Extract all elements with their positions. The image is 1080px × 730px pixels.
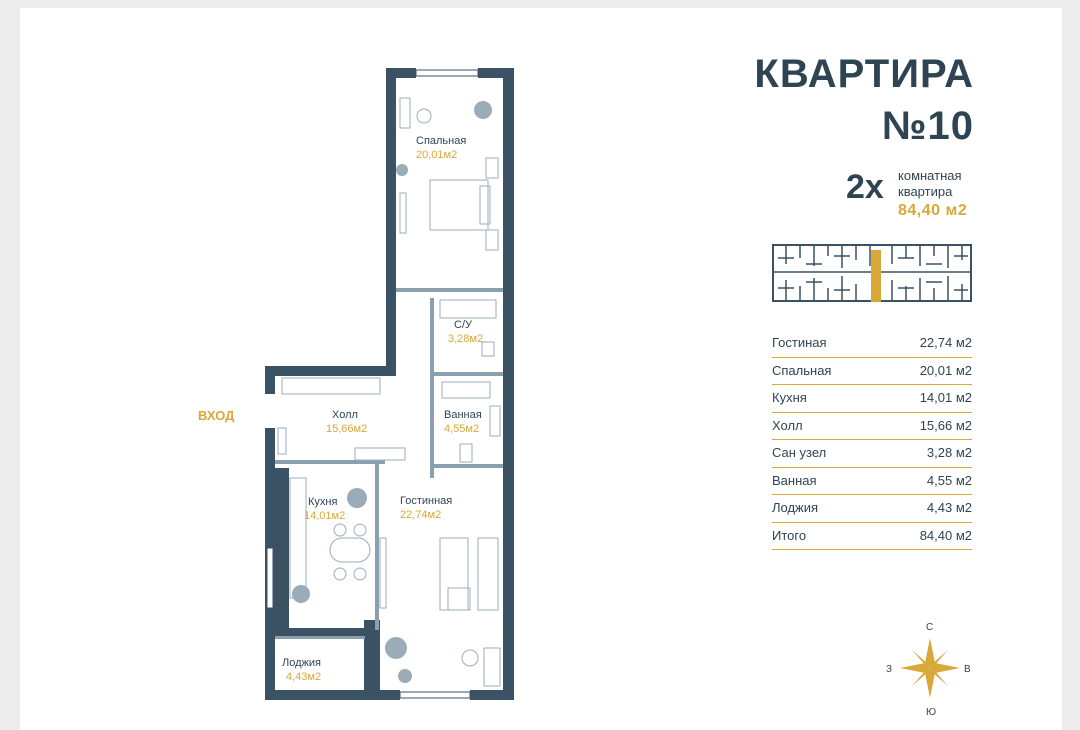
walls [265,68,514,700]
room-area-kitchen: 14,01м2 [304,510,345,522]
rooms-type-line-1: комнатная [898,168,962,183]
interior-walls [275,288,503,639]
compass-north: С [926,622,933,633]
room-name-bedroom: Спальная [416,135,466,147]
key-plan-highlight [871,250,881,302]
compass-east: В [964,664,971,675]
compass-icon: С Ю З В [886,622,971,718]
rooms-count: 2х [846,168,884,206]
room-name-wc: С/У [454,319,473,331]
rooms-type: комнатная квартира [898,168,962,200]
floor-plan: Спальная 20,01м2 С/У 3,28м2 Холл 15,66м2… [198,68,514,700]
room-name-kitchen: Кухня [308,496,337,508]
title-line-2: №10 [881,104,974,148]
rooms-type-line-2: квартира [898,184,953,199]
room-name-loggia: Лоджия [282,657,321,669]
page-sheet: Спальная 20,01м2 С/У 3,28м2 Холл 15,66м2… [20,8,1062,730]
key-plan [772,244,972,302]
room-area-living: 22,74м2 [400,509,441,521]
room-area-loggia: 4,43м2 [286,671,321,683]
compass-south: Ю [926,707,936,718]
apartment-title: КВАРТИРА №10 [754,48,974,152]
compass-west: З [886,664,892,675]
room-area-hall: 15,66м2 [326,423,367,435]
room-name-hall: Холл [332,409,358,421]
room-name-living: Гостинная [400,495,452,507]
plants [292,101,492,683]
total-area: 84,40 м2 [898,202,968,219]
tables [333,108,479,667]
room-area-bath: 4,55м2 [444,423,479,435]
title-line-1: КВАРТИРА [754,52,974,96]
room-area-wc: 3,28м2 [448,333,483,345]
room-name-bath: Ванная [444,409,482,421]
room-area-bedroom: 20,01м2 [416,149,457,161]
entry-label: ВХОД [198,408,235,423]
windows [266,69,479,699]
